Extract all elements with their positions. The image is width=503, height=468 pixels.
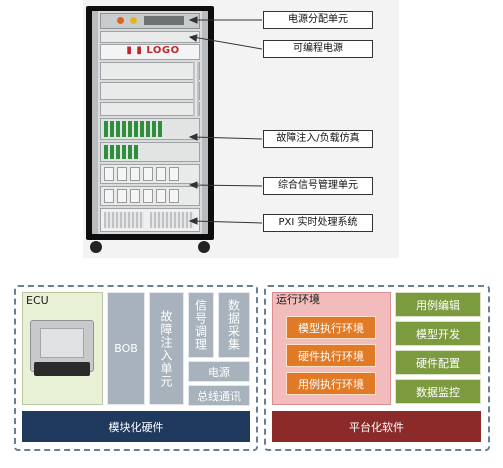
rack-rail-left [92,11,98,234]
card-slot [140,121,144,137]
software-group [264,285,490,451]
rack-rail-right [202,11,208,234]
card-slot [134,145,138,159]
module-slot [156,167,166,181]
module-slot [169,189,179,203]
module-slot [117,167,127,181]
signal-conditioning-block: 信号调理 [188,292,214,358]
tool-testcase-edit: 用例编辑 [395,292,481,317]
testcase-exec-env-label: 用例执行环境 [298,377,364,391]
ecu-connector-icon [34,362,90,376]
brand-logo: ▮ ▮ LOGO [126,45,180,56]
power-label: 电源 [208,365,230,379]
bus-comm-label: 总线通讯 [197,389,241,403]
ecu-label: ECU [26,294,49,307]
programmable-power-image [100,31,200,43]
module-slot [104,189,114,203]
tool-model-dev: 模型开发 [395,321,481,346]
fault-injection-block: 故障注入单元 [149,292,184,405]
data-acquisition-label: 数据采集 [226,299,241,351]
caster-wheel-icon [198,241,210,253]
hardware-exec-env-label: 硬件执行环境 [298,349,364,363]
card-slot [128,145,132,159]
card-slot [116,145,120,159]
card-slot [104,145,108,159]
callout-pxi-system: PXI 实时处理系统 [263,214,373,232]
module-slot [143,189,153,203]
model-exec-env: 模型执行环境 [286,316,376,339]
pxi-slots [150,212,194,228]
modular-hardware-bar: 模块化硬件 [22,411,250,442]
hardware-exec-env: 硬件执行环境 [286,344,376,367]
module-slot [117,189,127,203]
card-slot [146,121,150,137]
modular-hardware-label: 模块化硬件 [108,420,164,434]
card-slot [158,121,162,137]
bus-comm-block: 总线通讯 [188,385,250,406]
fault-injection-label: 故障注入单元 [159,309,173,388]
power-switch-icon [117,17,124,24]
hardware-group [14,285,258,451]
module-slot [130,167,140,181]
power-block: 电源 [188,361,250,382]
card-slot [122,121,126,137]
bob-label: BOB [114,342,138,355]
caster-wheel-icon [90,241,102,253]
callout-fault-injection: 故障注入/负载仿真 [263,130,373,148]
callout-power-distribution: 电源分配单元 [263,11,373,29]
tool-data-monitor: 数据监控 [395,379,481,404]
module-slot [156,189,166,203]
card-slot [134,121,138,137]
ecu-lid [40,328,84,358]
tool-model-dev-label: 模型开发 [416,327,460,341]
side-vent [193,62,199,116]
indicator-icon [130,17,137,24]
load-simulation-unit-image [100,142,200,162]
data-acquisition-block: 数据采集 [218,292,250,358]
blank-panel [100,62,200,80]
card-slot [152,121,156,137]
tool-hardware-config: 硬件配置 [395,350,481,375]
card-slot [128,121,132,137]
tool-testcase-edit-label: 用例编辑 [416,298,460,312]
card-slot [110,145,114,159]
card-slot [110,121,114,137]
breaker-strip [144,16,184,25]
tool-data-monitor-label: 数据监控 [416,385,460,399]
module-slot [130,189,140,203]
model-exec-env-label: 模型执行环境 [298,321,364,335]
card-slot [122,145,126,159]
blank-panel [100,102,200,116]
testcase-exec-env: 用例执行环境 [286,372,376,395]
platform-software-label: 平台化软件 [349,420,404,434]
module-slot [143,167,153,181]
pxi-slots [104,212,144,228]
callout-programmable-power: 可编程电源 [263,40,373,58]
callout-signal-management: 综合信号管理单元 [263,177,373,195]
module-slot [169,167,179,181]
bob-block: BOB [107,292,145,405]
card-slot [104,121,108,137]
platform-software-bar: 平台化软件 [272,411,481,442]
runtime-env-title: 运行环境 [276,293,320,306]
tool-hardware-config-label: 硬件配置 [416,356,460,370]
module-slot [104,167,114,181]
logo-panel [100,44,200,60]
blank-panel [100,82,200,100]
fault-injection-unit-image [100,118,200,140]
signal-conditioning-label: 信号调理 [193,299,208,351]
card-slot [116,121,120,137]
